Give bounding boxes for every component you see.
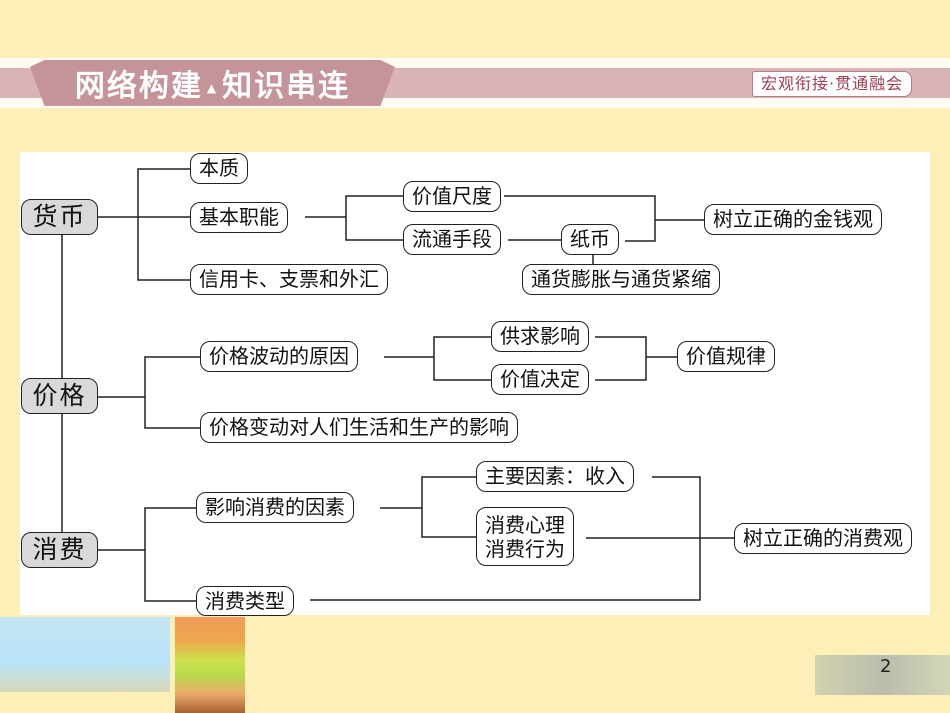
node-basic-functions[interactable]: 基本职能 (190, 202, 288, 233)
node-medium-of-circulation[interactable]: 流通手段 (403, 224, 501, 255)
node-consumption-view[interactable]: 树立正确的消费观 (734, 523, 912, 554)
root-node-money[interactable]: 货币 (21, 199, 98, 235)
node-psychology-behavior[interactable]: 消费心理 消费行为 (476, 507, 574, 566)
node-money-view[interactable]: 树立正确的金钱观 (704, 204, 882, 235)
node-fluctuation-cause[interactable]: 价格波动的原因 (200, 341, 358, 372)
section-title: 网络构建▲知识串连 (74, 69, 351, 104)
node-consumption-types[interactable]: 消费类型 (196, 586, 294, 616)
node-credit-cards[interactable]: 信用卡、支票和外汇 (190, 264, 388, 295)
node-inflation-deflation[interactable]: 通货膨胀与通货紧缩 (522, 264, 720, 295)
decorative-sky-image (0, 617, 170, 692)
decorative-corner-image (815, 655, 950, 695)
triangle-icon: ▲ (206, 80, 219, 95)
psychology-label: 消费心理 (485, 512, 565, 537)
node-value-decides[interactable]: 价值决定 (491, 364, 589, 395)
node-law-of-value[interactable]: 价值规律 (677, 341, 775, 372)
page-number: 2 (880, 656, 892, 677)
node-paper-money[interactable]: 纸币 (561, 224, 619, 255)
behavior-label: 消费行为 (485, 536, 565, 561)
node-main-factor[interactable]: 主要因素：收入 (476, 461, 634, 492)
section-tag: 宏观衔接·贯通融会 (752, 71, 913, 97)
root-node-price[interactable]: 价格 (21, 378, 98, 414)
decorative-figure-image (175, 617, 245, 713)
section-banner: 网络构建▲知识串连 (30, 60, 395, 106)
node-consumption-factors[interactable]: 影响消费的因素 (196, 492, 354, 523)
node-supply-demand[interactable]: 供求影响 (491, 321, 589, 352)
node-price-impact[interactable]: 价格变动对人们生活和生产的影响 (200, 412, 518, 443)
node-measure-of-value[interactable]: 价值尺度 (403, 181, 501, 212)
root-node-consumption[interactable]: 消费 (21, 532, 98, 568)
node-essence[interactable]: 本质 (190, 153, 248, 184)
